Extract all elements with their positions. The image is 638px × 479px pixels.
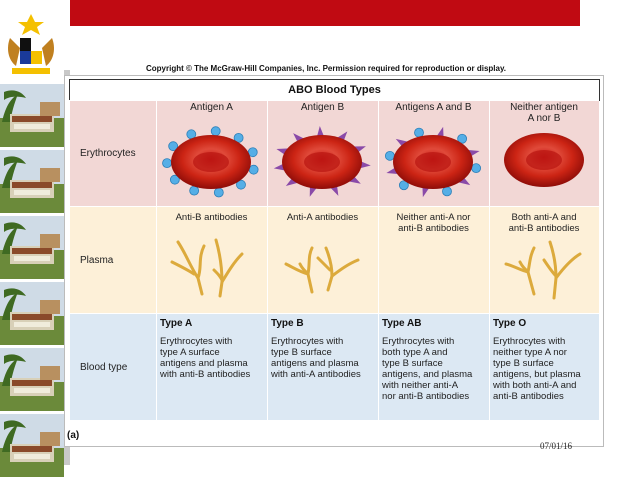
column-header-ab-line1: Antigens A and B — [395, 102, 472, 113]
desc-b-line: type B surface — [271, 347, 332, 358]
desc-a-line: type A surface — [160, 347, 220, 358]
desc-a-line: with anti-B antibodies — [160, 369, 251, 380]
column-header-ab: Antigens A and B — [378, 102, 489, 113]
plasma-text-ab-line1: Neither anti-A nor — [396, 212, 471, 223]
antigen-a-marker — [398, 180, 409, 191]
plasma-cell-ab — [378, 206, 489, 313]
plasma-cell-b — [267, 206, 378, 313]
column-header-o-line1: Neither antigen — [510, 102, 578, 113]
figure-label: (a) — [67, 430, 80, 441]
plasma-cell-a — [156, 206, 267, 313]
blood-type-cell-o — [489, 313, 599, 420]
blood-type-cell-b — [267, 313, 378, 420]
antigen-a-marker — [162, 158, 172, 169]
column-header-o-line2: A nor B — [527, 113, 561, 124]
desc-b-line: Erythrocytes with — [271, 336, 344, 347]
column-header-b-line1: Antigen B — [300, 102, 345, 113]
antigen-a-marker — [169, 174, 180, 185]
desc-o-line: with both anti-A and — [493, 380, 577, 391]
side-photo-thumbnail — [0, 84, 64, 147]
desc-o-line: neither type A nor — [493, 347, 567, 358]
desc-ab-line: antigens, and plasma — [382, 369, 473, 380]
plasma-text-a: Anti-B antibodies — [156, 212, 267, 223]
side-photo-thumbnail — [0, 282, 64, 345]
blood-type-a-title: Type A — [160, 318, 193, 329]
emblem-logo — [2, 8, 60, 82]
row-label-erythrocytes-text: Erythrocytes — [80, 148, 136, 159]
erythrocyte-type-a-illustration — [162, 126, 259, 198]
top-banner-bar — [70, 0, 580, 26]
blood-type-b-title: Type B — [271, 318, 304, 329]
column-header-a: Antigen A — [156, 102, 267, 113]
antigen-a-marker — [414, 127, 424, 138]
plasma-text-o-line1: Both anti-A and — [511, 212, 577, 223]
row-label-erythrocytes: Erythrocytes — [69, 100, 156, 206]
desc-o-line: anti-B antibodies — [493, 391, 564, 402]
slide-date: 07/01/16 — [540, 441, 573, 451]
desc-ab-line: nor anti-B antibodies — [382, 391, 470, 402]
blood-type-o-title: Type O — [493, 318, 527, 329]
antigen-a-marker — [168, 141, 179, 152]
row-label-blood-type-text: Blood type — [80, 361, 128, 373]
antigen-a-marker — [471, 163, 482, 174]
desc-ab-line: both type A and — [382, 347, 448, 358]
blood-type-cell-a — [156, 313, 267, 420]
plasma-text-o-line2: anti-B antibodies — [508, 223, 580, 234]
side-photo-thumbnail — [0, 150, 64, 213]
anti-b-antibodies-icon — [170, 238, 244, 298]
erythrocyte-type-b-illustration — [273, 126, 371, 197]
antigen-a-markers — [162, 126, 259, 198]
row-label-plasma: Plasma — [69, 206, 156, 313]
antigen-a-marker — [236, 179, 246, 190]
blood-type-ab-description: Erythrocytes with both type A and type B… — [382, 336, 488, 402]
desc-o-line: antigens, but plasma — [493, 369, 581, 380]
desc-b-line: with anti-A antibodies — [271, 369, 361, 380]
erythrocyte-type-o-illustration — [504, 133, 584, 187]
antigen-a-marker — [233, 132, 244, 143]
copyright-notice: Copyright © The McGraw-Hill Companies, I… — [146, 64, 507, 73]
anti-a-antibodies-icon — [284, 246, 360, 294]
plasma-text-b: Anti-A antibodies — [267, 212, 378, 223]
side-photo-thumbnail — [0, 414, 64, 477]
column-header-a-line1: Antigen A — [190, 102, 233, 113]
desc-b-line: antigens and plasma — [271, 358, 359, 369]
antigen-a-marker — [442, 186, 452, 197]
blood-type-ab-title: Type AB — [382, 318, 422, 329]
desc-o-line: Erythrocytes with — [493, 336, 566, 347]
antigen-a-marker — [210, 126, 221, 137]
desc-ab-line: with neither anti-A — [382, 380, 459, 391]
antigen-b-marker — [293, 133, 305, 145]
blood-type-a-description: Erythrocytes with type A surface antigen… — [160, 336, 266, 380]
anti-a-and-anti-b-antibodies-icon — [504, 240, 582, 300]
blood-type-cell-ab — [378, 313, 489, 420]
antigen-a-marker — [384, 150, 395, 161]
desc-ab-line: type B surface — [382, 358, 443, 369]
plasma-text-ab-line2: anti-B antibodies — [398, 223, 469, 234]
antigen-a-marker — [457, 133, 468, 144]
desc-a-line: antigens and plasma — [160, 358, 248, 369]
desc-a-line: Erythrocytes with — [160, 336, 233, 347]
table-title: ABO Blood Types — [69, 79, 600, 101]
plasma-text-a-line1: Anti-B antibodies — [175, 212, 248, 223]
side-photo-strip — [0, 84, 64, 479]
blood-type-b-description: Erythrocytes with type B surface antigen… — [271, 336, 377, 380]
antigen-a-marker — [213, 187, 224, 198]
blood-type-o-description: Erythrocytes with neither type A nor typ… — [493, 336, 599, 402]
desc-o-line: type B surface — [493, 358, 554, 369]
column-header-b: Antigen B — [267, 102, 378, 113]
antigen-a-marker — [248, 164, 259, 175]
desc-ab-line: Erythrocytes with — [382, 336, 455, 347]
erythrocyte-type-ab-illustration — [384, 126, 482, 198]
side-photo-thumbnail — [0, 216, 64, 279]
side-photo-thumbnail — [0, 348, 64, 411]
row-label-blood-type: Blood type — [69, 313, 156, 420]
row-label-plasma-text: Plasma — [80, 254, 114, 266]
plasma-text-b-line1: Anti-A antibodies — [286, 212, 359, 223]
antigen-a-marker — [189, 185, 200, 196]
